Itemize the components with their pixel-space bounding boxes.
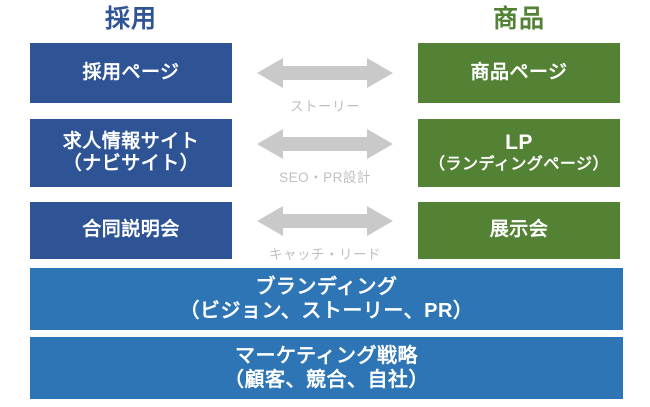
arrow-caption-catch-lead: キャッチ・リード — [269, 247, 381, 262]
arrow-group-catch-lead: キャッチ・リード — [255, 205, 395, 263]
arrow-group-story: ストーリー — [255, 57, 395, 115]
box-product-page-label: 商品ページ — [470, 61, 568, 83]
box-lp: LP （ランディングページ） — [418, 119, 620, 187]
double-headed-arrow-icon — [255, 128, 395, 165]
bar-marketing-label: マーケティング戦略 — [235, 345, 418, 367]
box-exhibition: 展示会 — [418, 202, 620, 259]
box-job-site-sublabel: （ナビサイト） — [62, 153, 200, 174]
arrow-group-seo-pr: SEO・PR設計 — [255, 128, 395, 186]
arrow-caption-seo-pr: SEO・PR設計 — [279, 170, 371, 185]
spacer — [418, 187, 620, 202]
double-headed-arrow-icon — [255, 205, 395, 242]
box-joint-briefing-label: 合同説明会 — [82, 219, 180, 241]
product-column: 商品ページ LP （ランディングページ） 展示会 — [418, 43, 620, 259]
box-product-page: 商品ページ — [418, 43, 620, 103]
arrow-caption-story: ストーリー — [290, 99, 360, 114]
box-joint-briefing: 合同説明会 — [30, 202, 232, 259]
double-headed-arrow-icon — [255, 57, 395, 94]
box-recruit-page: 採用ページ — [30, 43, 232, 103]
recruit-column: 採用ページ 求人情報サイト （ナビサイト） 合同説明会 — [30, 43, 232, 259]
bar-marketing-sublabel: （顧客、競合、自社） — [224, 369, 429, 391]
spacer — [418, 103, 620, 119]
spacer — [30, 103, 232, 119]
box-lp-label: LP — [505, 131, 533, 155]
bar-branding-label: ブランディング — [255, 276, 398, 298]
column-heading-product: 商品 — [492, 5, 545, 33]
box-job-site-label: 求人情報サイト — [62, 130, 200, 152]
bar-branding-sublabel: （ビジョン、ストーリー、PR） — [179, 300, 474, 322]
column-heading-recruit: 採用 — [104, 5, 157, 33]
box-lp-sublabel: （ランディングページ） — [428, 155, 610, 173]
bar-marketing: マーケティング戦略 （顧客、競合、自社） — [30, 337, 623, 399]
spacer — [30, 187, 232, 202]
box-job-site: 求人情報サイト （ナビサイト） — [30, 119, 232, 187]
box-exhibition-label: 展示会 — [489, 219, 549, 241]
bar-branding: ブランディング （ビジョン、ストーリー、PR） — [30, 268, 623, 330]
box-recruit-page-label: 採用ページ — [82, 61, 180, 83]
